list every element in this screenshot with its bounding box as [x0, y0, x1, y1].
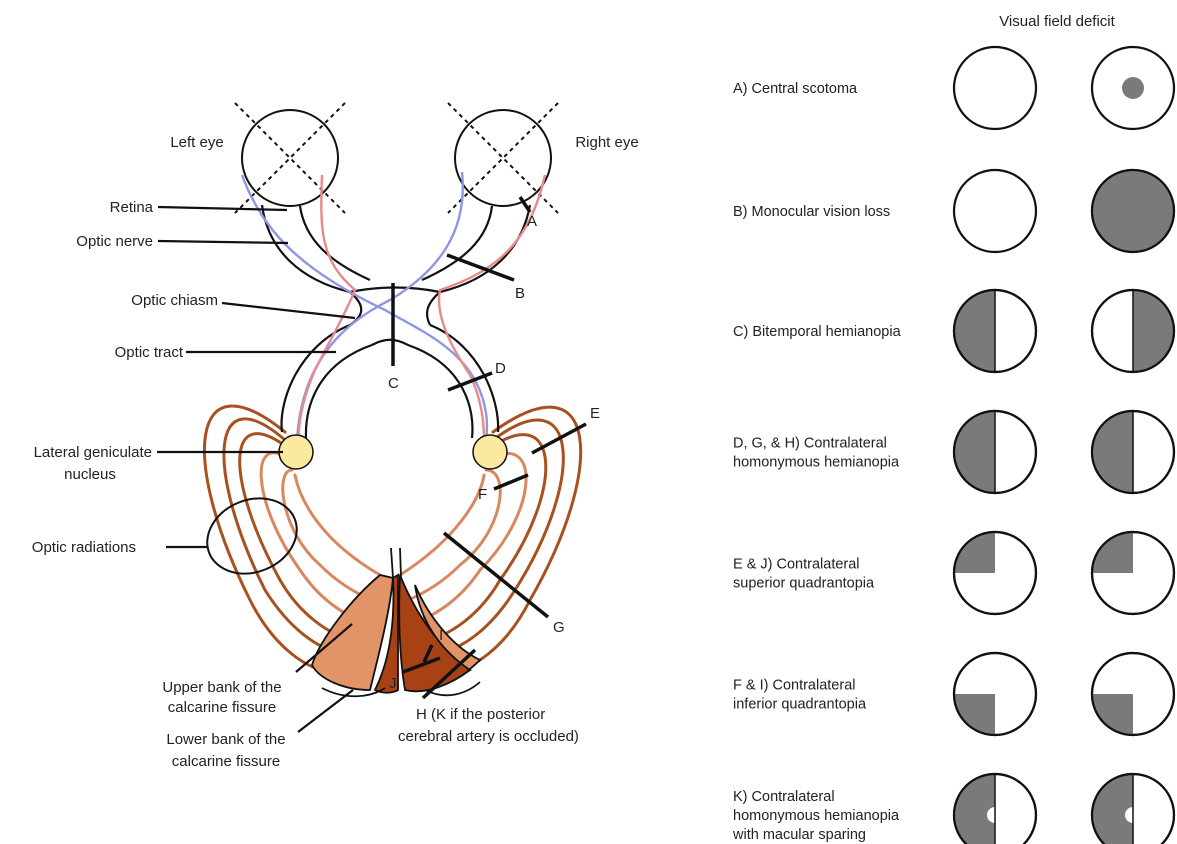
upper-bank-label-line1: Upper bank of the — [162, 679, 281, 696]
deficit-label: homonymous hemianopia — [733, 455, 900, 471]
lower-bank-label-line1: Lower bank of the — [166, 731, 285, 748]
right-eye-field — [1092, 774, 1174, 844]
lesion-h-label-line1: H (K if the posterior — [416, 706, 545, 723]
right-eye-field — [1092, 411, 1174, 493]
right-eye-field — [1092, 653, 1174, 735]
lesion-h-label-line2: cerebral artery is occluded) — [398, 728, 579, 745]
left-eye-field — [954, 653, 1036, 735]
right-lgn — [473, 435, 507, 469]
deficit-row: D, G, & H) Contralateral homonymous hemia… — [733, 436, 900, 471]
left-eye-field — [954, 170, 1036, 252]
deficit-label: C) Bitemporal hemianopia — [733, 324, 902, 340]
right-eye-label: Right eye — [575, 134, 638, 151]
lesion-d-label: D — [495, 360, 506, 377]
lgn-label-line1: Lateral geniculate — [34, 444, 152, 461]
deficit-row: E & J) Contralateral superior quadrantopi… — [733, 557, 875, 592]
deficit-label: with macular sparing — [732, 827, 866, 843]
deficit-label: D, G, & H) Contralateral — [733, 436, 887, 452]
deficit-label: A) Central scotoma — [733, 81, 858, 97]
deficit-row: K) Contralateral homonymous hemianopia wit… — [732, 789, 900, 843]
right-eye — [448, 103, 558, 213]
left-eye-field — [954, 47, 1036, 129]
temporal-fibers — [299, 175, 545, 440]
left-eye-field — [954, 290, 1036, 372]
deficit-row: C) Bitemporal hemianopia — [733, 324, 902, 340]
lgn-label-line2: nucleus — [64, 466, 116, 483]
left-eye-field — [954, 774, 1036, 844]
left-eye-field — [954, 411, 1036, 493]
deficit-label: K) Contralateral — [733, 789, 835, 805]
lesion-c-label: C — [388, 375, 399, 392]
right-eye-field — [1092, 170, 1174, 252]
deficit-label: homonymous hemianopia — [733, 808, 900, 824]
lesion-g-mark — [444, 533, 548, 617]
deficit-row: A) Central scotoma — [733, 81, 858, 97]
optic-nerve-label: Optic nerve — [76, 233, 153, 250]
deficit-panel: A) Central scotoma B) Monocular vision lo… — [732, 47, 1174, 844]
lesion-i-label: I — [439, 627, 443, 644]
deficit-label: superior quadrantopia — [733, 576, 875, 592]
deficit-label: B) Monocular vision loss — [733, 204, 890, 220]
optic-radiations-label: Optic radiations — [32, 539, 136, 556]
left-lgn — [279, 435, 313, 469]
deficit-row: B) Monocular vision loss — [733, 204, 890, 220]
lesion-e-mark — [532, 424, 586, 453]
lower-bank-label-line2: calcarine fissure — [172, 753, 280, 770]
lesion-b-label: B — [515, 285, 525, 302]
lesion-a-label: A — [527, 213, 537, 230]
right-eye-field — [1092, 290, 1174, 372]
lesion-e-label: E — [590, 405, 600, 422]
lesion-g-label: G — [553, 619, 565, 636]
upper-bank-label-line2: calcarine fissure — [168, 699, 276, 716]
lesion-f-label: F — [478, 486, 487, 503]
optic-tract-label: Optic tract — [115, 344, 184, 361]
deficit-label: inferior quadrantopia — [733, 697, 867, 713]
left-eye-field — [954, 532, 1036, 614]
lesion-j-label: J — [389, 675, 397, 692]
nasal-fibers — [242, 172, 487, 440]
deficit-label: F & I) Contralateral — [733, 678, 856, 694]
optic-chiasm-label: Optic chiasm — [131, 292, 218, 309]
retina-label: Retina — [110, 199, 154, 216]
left-eye-label: Left eye — [170, 134, 223, 151]
right-eye-field — [1092, 532, 1174, 614]
deficit-row: F & I) Contralateral inferior quadrantopi… — [733, 678, 867, 713]
deficit-header: Visual field deficit — [999, 13, 1115, 30]
right-eye-field — [1092, 47, 1174, 129]
deficit-label: E & J) Contralateral — [733, 557, 860, 573]
